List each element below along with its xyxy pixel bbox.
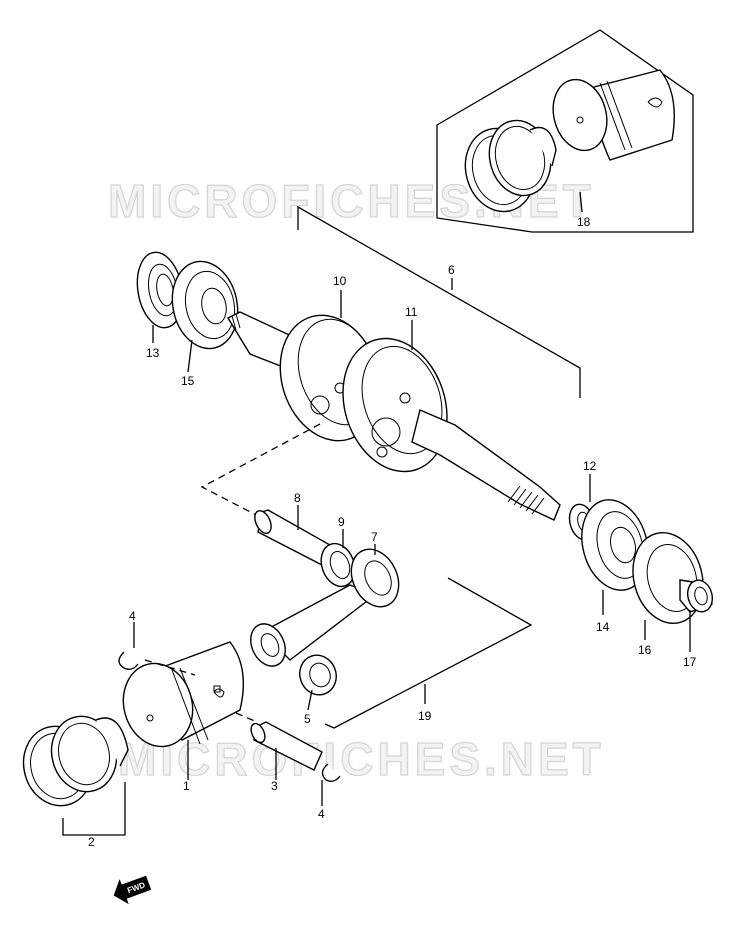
callout-9[interactable]: 9 [338, 515, 345, 529]
callout-10[interactable]: 10 [333, 274, 347, 288]
callout-5[interactable]: 5 [304, 712, 311, 726]
right-crank-shaft[interactable] [411, 409, 561, 521]
fwd-arrow: FWD [113, 875, 152, 905]
callout-1[interactable]: 1 [183, 779, 190, 793]
alignment-dash-crankpin [200, 423, 321, 519]
fwd-arrow-icon [113, 875, 152, 905]
bearing-14[interactable] [572, 492, 658, 597]
callout-labels: 1 2 3 4 4 5 6 7 8 9 10 11 12 13 14 15 16… [88, 215, 697, 849]
callout-12[interactable]: 12 [583, 459, 597, 473]
bearing-15[interactable] [165, 255, 246, 354]
circlip-4-lower[interactable] [321, 763, 341, 783]
collar-17[interactable] [679, 577, 716, 614]
callout-15[interactable]: 15 [181, 374, 195, 388]
callout-2[interactable]: 2 [88, 835, 95, 849]
callout-7[interactable]: 7 [371, 530, 378, 544]
callout-8[interactable]: 8 [294, 491, 301, 505]
callout-18[interactable]: 18 [577, 215, 591, 229]
needle-bearing-5[interactable] [294, 650, 342, 700]
crank-pin-8[interactable] [252, 508, 331, 566]
callout-6[interactable]: 6 [448, 263, 455, 277]
connecting-rod-7[interactable] [244, 542, 407, 672]
conrod-bracket-19 [324, 577, 533, 729]
callout-17[interactable]: 17 [683, 655, 697, 669]
piston-1[interactable] [114, 641, 258, 754]
wrist-pin-3[interactable] [248, 721, 323, 771]
watermark-bottom: MICROFICHES.NET [118, 733, 605, 785]
crankshaft-bracket-6 [297, 205, 581, 398]
callout-4-upper[interactable]: 4 [129, 609, 136, 623]
leader-lines [133, 278, 691, 806]
callout-13[interactable]: 13 [146, 346, 160, 360]
piston-kit-18[interactable] [436, 29, 694, 233]
callout-19[interactable]: 19 [418, 709, 432, 723]
circlip-4-upper[interactable] [118, 651, 139, 671]
callout-3[interactable]: 3 [271, 779, 278, 793]
callout-14[interactable]: 14 [596, 620, 610, 634]
callout-4-lower[interactable]: 4 [318, 807, 325, 821]
piston-rings-2[interactable] [15, 709, 129, 836]
callout-16[interactable]: 16 [638, 643, 652, 657]
callout-11[interactable]: 11 [405, 305, 418, 319]
